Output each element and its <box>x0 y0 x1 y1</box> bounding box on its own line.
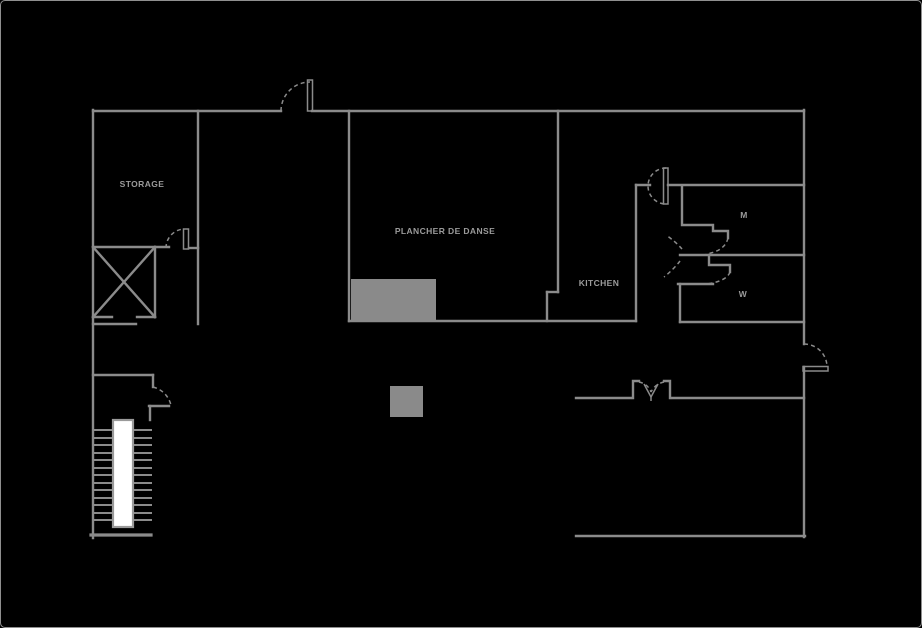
stairwell-door <box>91 373 172 422</box>
storage-room-walls <box>91 109 200 326</box>
womens-stall-wall <box>707 253 732 274</box>
door-swing-arc <box>638 381 652 393</box>
double-swing-door <box>631 379 672 404</box>
top-entry-door <box>280 79 314 112</box>
stall-door-arc <box>665 234 683 250</box>
restroom-stall-doors <box>663 234 731 285</box>
door-swing-arc <box>165 228 185 249</box>
crossed-shaft <box>91 245 171 319</box>
door-leaf <box>306 79 314 112</box>
dance-floor-walls <box>347 109 638 323</box>
column-pillar <box>390 386 423 417</box>
stall-door-arc <box>705 237 729 255</box>
storage-door <box>165 228 200 250</box>
restroom-walls <box>666 183 806 324</box>
room-labels: STORAGE PLANCHER DE DANSE KITCHEN M W <box>120 179 748 299</box>
staircase <box>92 418 152 529</box>
door-swing-arc <box>280 81 311 112</box>
door-leaf <box>182 228 190 250</box>
stage-platform <box>351 279 436 320</box>
stall-door-arc <box>706 271 731 285</box>
room-label-dance-floor: PLANCHER DE DANSE <box>395 226 495 236</box>
door-swing-arc <box>803 343 828 368</box>
room-label-mens: M <box>740 210 747 220</box>
kitchen-swing-door <box>634 167 669 205</box>
right-exit-door <box>802 343 829 372</box>
door-leaf <box>650 383 659 398</box>
stair-stringer <box>111 418 135 529</box>
door-leaf <box>802 365 829 372</box>
door-leaf <box>643 383 652 398</box>
door-swing-arc <box>650 381 665 393</box>
room-label-womens: W <box>739 289 748 299</box>
mens-stall-wall <box>680 185 730 240</box>
room-label-storage: STORAGE <box>120 179 165 189</box>
door-swing-arc <box>152 386 172 406</box>
stall-door-arc <box>663 260 681 278</box>
room-label-kitchen: KITCHEN <box>579 278 620 288</box>
stair-treads <box>92 429 152 521</box>
shaft-x-diagonal <box>91 245 157 319</box>
